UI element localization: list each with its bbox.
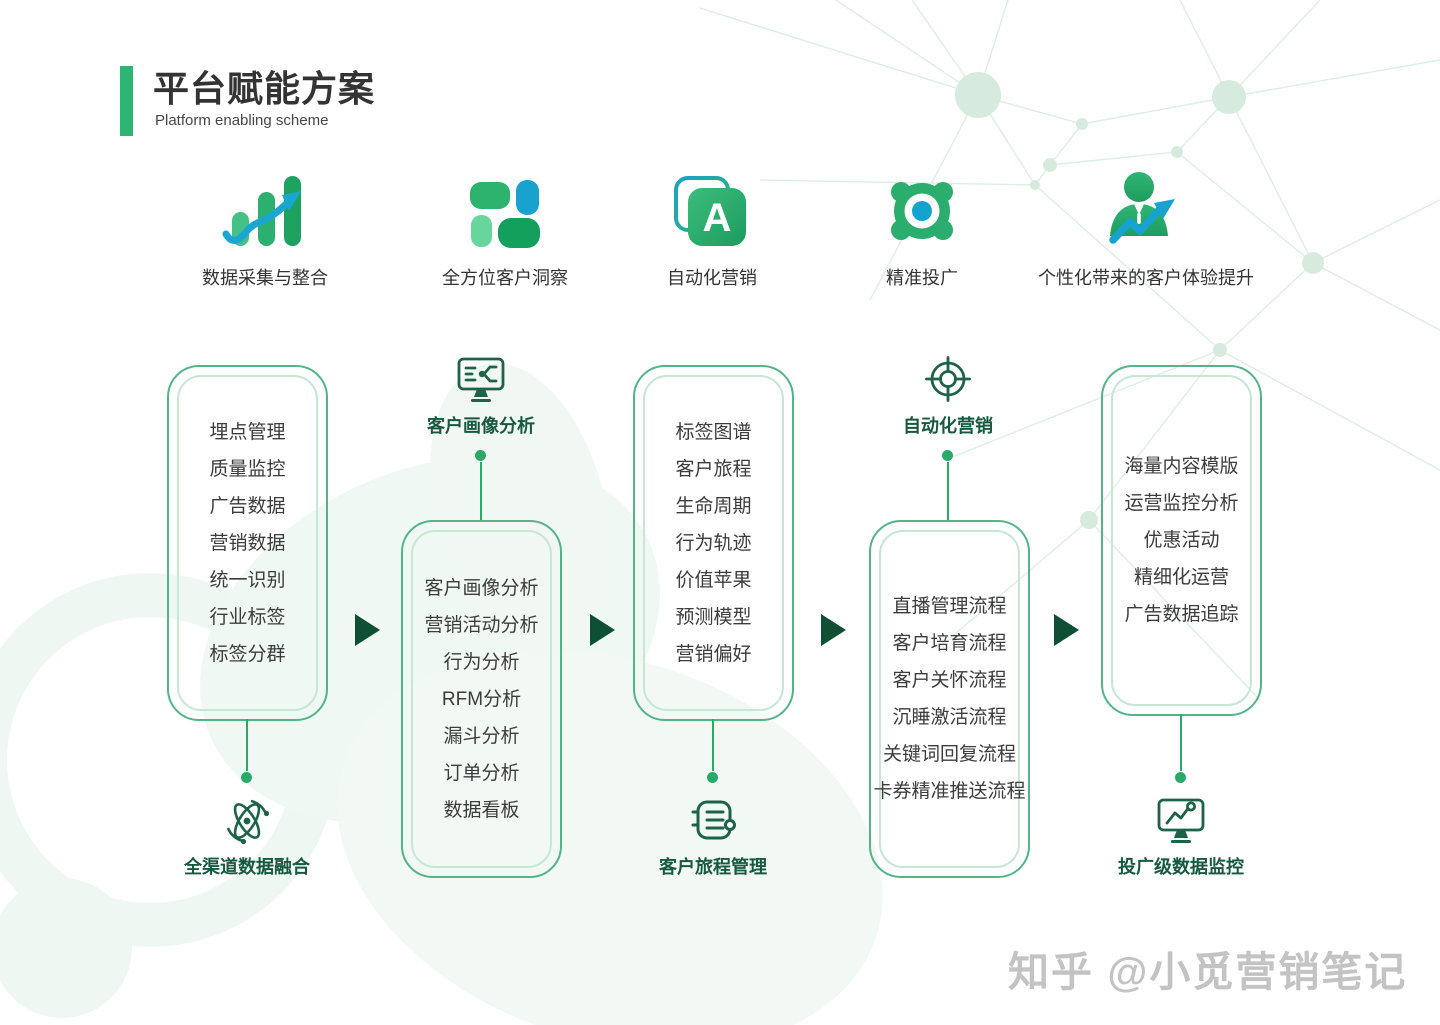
- flow-title-auto-marketing: 自动化营销: [903, 416, 993, 436]
- list-item: 优惠活动: [1143, 530, 1220, 551]
- list-item: 精细化运营: [1133, 567, 1229, 588]
- atom-fusion-icon: [221, 795, 273, 852]
- feature-auto-marketing: A 自动化营销: [572, 166, 852, 290]
- list-item: 营销偏好: [675, 643, 752, 665]
- list-item: 生命周期: [675, 495, 752, 517]
- feature-label: 个性化带来的客户体验提升: [1038, 268, 1254, 288]
- feature-precise-ads: 精准投广: [782, 166, 1062, 290]
- list-item: 行为轨迹: [675, 532, 752, 554]
- list-item: 行为分析: [443, 651, 520, 673]
- feature-label: 数据采集与整合: [202, 268, 328, 288]
- list-item: 标签分群: [209, 643, 286, 665]
- pale-blob-shapes: [0, 363, 883, 1025]
- flow-title-profile-analysis: 客户画像分析: [427, 416, 535, 436]
- list-item: 营销活动分析: [424, 614, 539, 636]
- list-item: 运营监控分析: [1124, 493, 1239, 514]
- list-item: 客户画像分析: [424, 577, 539, 599]
- connector-line: [712, 719, 714, 771]
- list-item: 沉睡激活流程: [892, 707, 1007, 728]
- list-item: 直播管理流程: [892, 596, 1007, 617]
- analysis-list: 客户画像分析 营销活动分析 行为分析 RFM分析 漏斗分析 订单分析 数据看板: [403, 522, 560, 876]
- feature-customer-insight: 全方位客户洞察: [365, 166, 645, 290]
- list-item: 海量内容模版: [1124, 456, 1239, 477]
- flow-box-operations: 海量内容模版 运营监控分析 优惠活动 精细化运营 广告数据追踪: [1101, 365, 1262, 716]
- watermark-text: 知乎 @小觅营销笔记: [1008, 949, 1408, 995]
- page-title: 平台赋能方案: [153, 68, 376, 109]
- list-item: 关键词回复流程: [882, 744, 1016, 765]
- list-item: 广告数据追踪: [1124, 604, 1239, 625]
- bar-chart-trend-icon: [222, 166, 308, 250]
- feature-label: 精准投广: [886, 268, 958, 288]
- flow-arrow-3: [821, 614, 846, 646]
- operations-list: 海量内容模版 运营监控分析 优惠活动 精细化运营 广告数据追踪: [1103, 367, 1260, 714]
- connector-dot: [707, 772, 718, 783]
- list-item: 数据看板: [443, 799, 520, 821]
- svg-text:A: A: [703, 196, 732, 240]
- automation-list: 直播管理流程 客户培育流程 客户关怀流程 沉睡激活流程 关键词回复流程 卡券精准…: [871, 522, 1028, 876]
- flow-box-data-sources: 埋点管理 质量监控 广告数据 营销数据 统一识别 行业标签 标签分群: [167, 365, 328, 721]
- list-item: 埋点管理: [209, 421, 286, 443]
- list-item: 客户旅程: [675, 458, 752, 480]
- feature-data-collection: 数据采集与整合: [125, 166, 405, 290]
- page-subtitle: Platform enabling scheme: [155, 112, 329, 129]
- list-item: 订单分析: [443, 762, 520, 784]
- title-accent-bar: [120, 66, 133, 136]
- person-growth-icon: [1099, 166, 1193, 250]
- monitor-tracking-icon: [1156, 797, 1206, 850]
- insight-tiles-icon: [468, 166, 542, 250]
- flow-box-journey: 标签图谱 客户旅程 生命周期 行为轨迹 价值苹果 预测模型 营销偏好: [633, 365, 794, 721]
- connector-line: [947, 462, 949, 520]
- list-item: RFM分析: [441, 688, 522, 710]
- flow-caption-ads-monitoring: 投广级数据监控: [1118, 857, 1244, 877]
- list-item: 卡券精准推送流程: [873, 781, 1026, 802]
- list-item: 价值苹果: [675, 569, 752, 591]
- list-item: 预测模型: [675, 606, 752, 628]
- list-item: 漏斗分析: [443, 725, 520, 747]
- journey-list-icon: [690, 797, 736, 848]
- target-flower-icon: [883, 166, 961, 250]
- connector-dot: [1175, 772, 1186, 783]
- connector-line: [1180, 714, 1182, 771]
- network-nodes: [955, 72, 1324, 529]
- data-sources-list: 埋点管理 质量监控 广告数据 营销数据 统一识别 行业标签 标签分群: [169, 367, 326, 719]
- list-item: 营销数据: [209, 532, 286, 554]
- connector-line: [246, 719, 248, 771]
- flow-box-automation: 直播管理流程 客户培育流程 客户关怀流程 沉睡激活流程 关键词回复流程 卡券精准…: [869, 520, 1030, 878]
- feature-label: 全方位客户洞察: [442, 268, 568, 288]
- list-item: 客户培育流程: [892, 633, 1007, 654]
- flow-arrow-4: [1054, 614, 1079, 646]
- crosshair-target-icon: [925, 356, 971, 407]
- journey-list: 标签图谱 客户旅程 生命周期 行为轨迹 价值苹果 预测模型 营销偏好: [635, 367, 792, 719]
- monitor-profile-icon: [456, 356, 506, 409]
- flow-arrow-1: [355, 614, 380, 646]
- connector-dot: [942, 450, 953, 461]
- flow-box-analysis: 客户画像分析 营销活动分析 行为分析 RFM分析 漏斗分析 订单分析 数据看板: [401, 520, 562, 878]
- list-item: 客户关怀流程: [892, 670, 1007, 691]
- feature-customer-experience: 个性化带来的客户体验提升: [1006, 166, 1286, 290]
- list-item: 广告数据: [209, 495, 286, 517]
- connector-line: [480, 462, 482, 520]
- letter-a-card-icon: A: [672, 166, 752, 250]
- flow-arrow-2: [590, 614, 615, 646]
- list-item: 标签图谱: [675, 421, 752, 443]
- connector-dot: [475, 450, 486, 461]
- list-item: 质量监控: [209, 458, 286, 480]
- connector-dot: [241, 772, 252, 783]
- feature-label: 自动化营销: [667, 268, 757, 288]
- list-item: 统一识别: [209, 569, 286, 591]
- list-item: 行业标签: [209, 606, 286, 628]
- flow-caption-omnichannel: 全渠道数据融合: [184, 857, 310, 877]
- flow-caption-journey-management: 客户旅程管理: [659, 857, 767, 877]
